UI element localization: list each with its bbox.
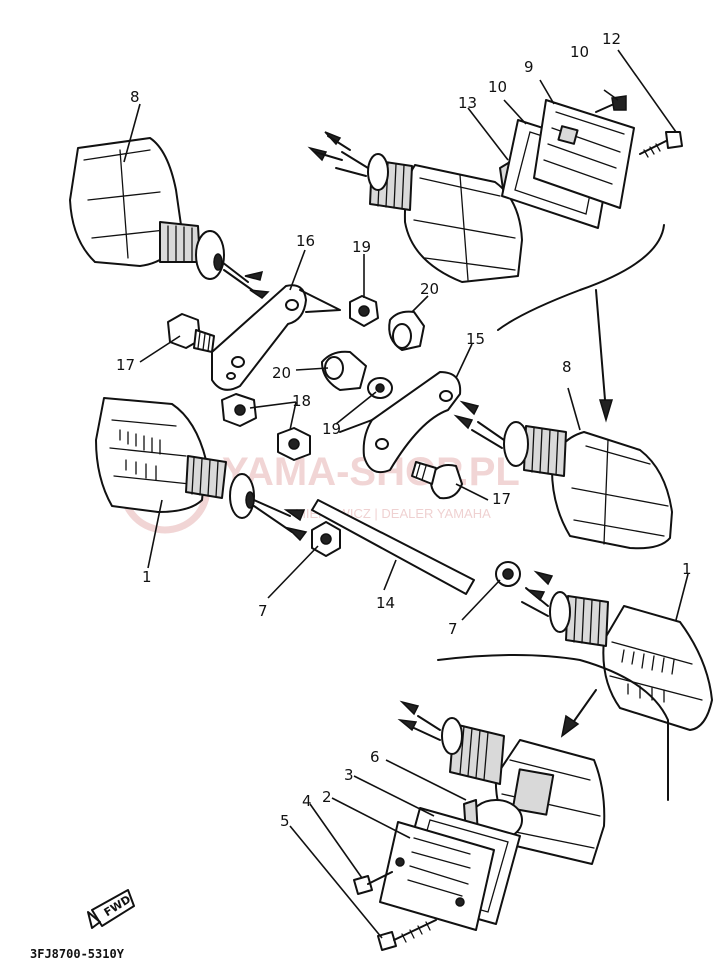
callout-1-right: 1 [682, 560, 692, 578]
front-flasher-exploded [353, 700, 606, 951]
callout-8-upper: 8 [130, 88, 140, 106]
callout-labels: 8 10 12 9 10 13 16 19 20 17 20 18 19 15 … [116, 30, 692, 830]
assembly-bracket-lower [437, 654, 669, 801]
callout-20-lower: 20 [272, 364, 291, 382]
callout-3: 3 [344, 766, 354, 784]
front-flasher-right [521, 570, 713, 731]
rear-flasher-right-exploded [307, 95, 683, 283]
nut-18-lower [277, 427, 311, 461]
callout-1-left: 1 [142, 568, 152, 586]
stay-15 [339, 371, 462, 474]
callout-5: 5 [280, 812, 290, 830]
callout-4: 4 [302, 792, 312, 810]
callout-16: 16 [296, 232, 315, 250]
callout-20-upper: 20 [420, 280, 439, 298]
callout-15: 15 [466, 330, 485, 348]
rear-flasher-left [69, 137, 270, 299]
assembly-bracket-upper [497, 224, 665, 423]
callout-10: 10 [488, 78, 507, 96]
callout-12: 12 [602, 30, 621, 48]
collar-20-upper [388, 310, 425, 351]
callout-18: 18 [292, 392, 311, 410]
collar-20-lower [321, 350, 367, 391]
nut-7-right [495, 561, 521, 587]
bolt-17-right [411, 461, 463, 500]
nut-19-upper [349, 295, 379, 327]
bolt-17-left [167, 313, 215, 353]
callout-17-right: 17 [492, 490, 511, 508]
callout-17-left: 17 [116, 356, 135, 374]
callout-9: 9 [524, 58, 534, 76]
callout-2: 2 [322, 788, 332, 806]
nut-18-upper [221, 393, 257, 427]
fwd-arrow-icon: FWD [87, 889, 135, 929]
callout-14: 14 [376, 594, 395, 612]
stay-16 [211, 284, 341, 391]
callout-19-upper: 19 [352, 238, 371, 256]
leader-lines [123, 49, 689, 939]
part-code: 3FJ8700-5310Y [30, 947, 125, 961]
callout-6: 6 [370, 748, 380, 766]
rear-flasher-lower-right [453, 400, 673, 550]
callout-7-left: 7 [258, 602, 268, 620]
front-flasher-left [95, 397, 308, 542]
nut-7-left [311, 521, 341, 557]
callout-11: 10 [570, 43, 589, 61]
callout-13: 13 [458, 94, 477, 112]
rubber-strip-14 [311, 499, 475, 595]
callout-8-lower: 8 [562, 358, 572, 376]
callout-7-right: 7 [448, 620, 458, 638]
callout-19-lower: 19 [322, 420, 341, 438]
